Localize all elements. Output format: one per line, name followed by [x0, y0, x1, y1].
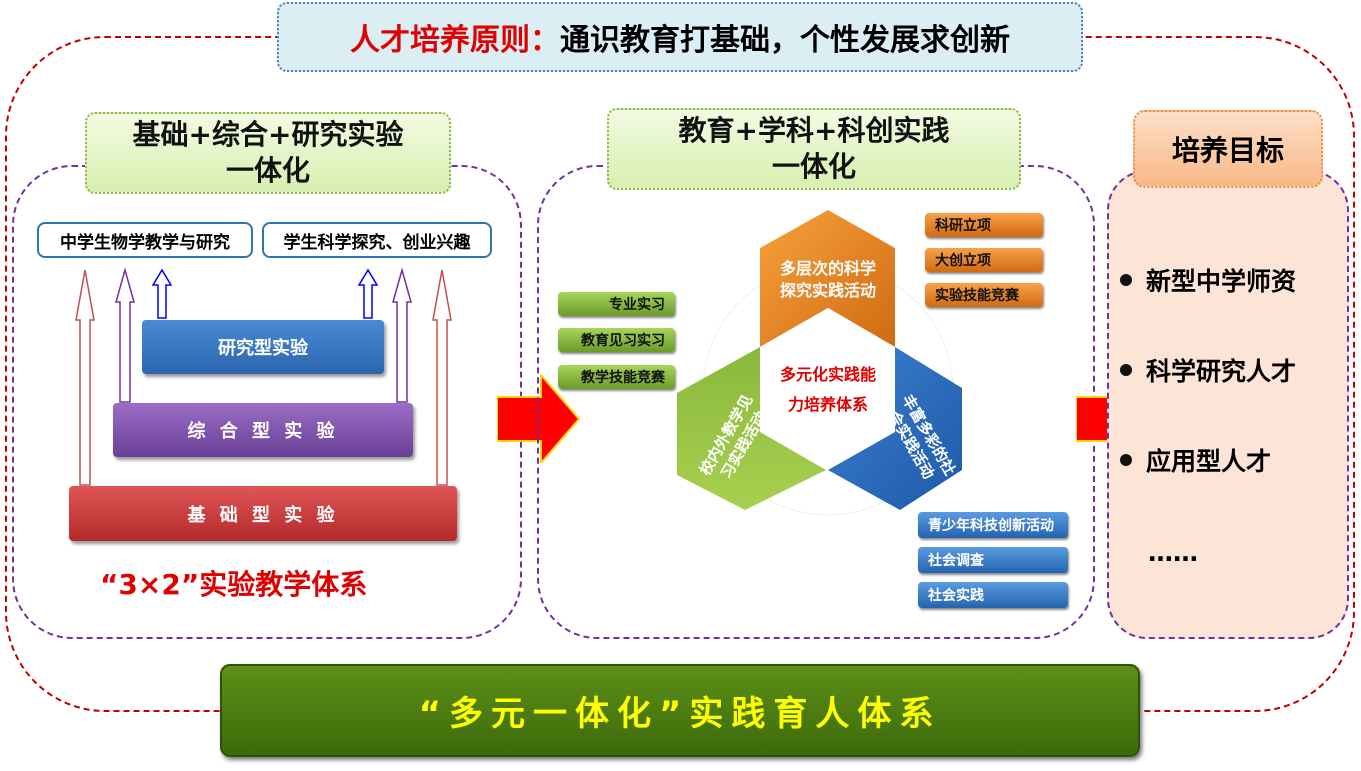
basic-experiment-bar: 基 础 型 实 验 — [69, 486, 457, 541]
principle-label: 人才培养原则： — [350, 23, 560, 58]
blue-item: 青少年科技创新活动 — [918, 512, 1068, 538]
blue-item: 社会调查 — [918, 547, 1068, 573]
right-panel — [1107, 170, 1349, 639]
footer-banner: “多元一体化”实践育人体系 — [220, 664, 1140, 757]
green-item: 教学技能竞赛 — [558, 365, 675, 389]
goal-text: 应用型人才 — [1146, 447, 1272, 476]
orange-item: 大创立项 — [925, 248, 1043, 272]
arrow-up-icon — [151, 268, 173, 319]
comprehensive-experiment-bar: 综 合 型 实 验 — [113, 403, 413, 457]
basic-label: 基 础 型 实 验 — [187, 504, 339, 526]
goal-text: 新型中学师资 — [1146, 267, 1297, 296]
bullet-icon — [1120, 454, 1132, 466]
arrow-up-icon — [115, 267, 135, 403]
goal-teaching-research: 中学生物学教学与研究 — [37, 222, 253, 258]
arrow-up-icon — [357, 268, 379, 319]
goal-item: 科学研究人才 — [1120, 352, 1296, 388]
center-text: 多元化实践能力培养体系 — [762, 360, 894, 420]
blue-item: 社会实践 — [918, 582, 1068, 608]
research-label: 研究型实验 — [218, 338, 308, 359]
center-line2: 力培养体系 — [787, 395, 868, 414]
experiment-system-caption: “3×2”实验教学体系 — [100, 568, 368, 601]
left-title-line1: 基础+综合+研究实验 — [132, 118, 404, 151]
goal-title: 培养目标 — [1133, 110, 1323, 188]
orange-item: 科研立项 — [925, 213, 1043, 237]
bullet-icon — [1120, 364, 1132, 376]
hex-right-blue — [828, 347, 962, 510]
goal-text: 科学研究人才 — [1146, 357, 1297, 386]
green-item: 专业实习 — [558, 292, 675, 316]
bullet-icon — [1120, 274, 1132, 286]
hex-top-line1: 多层次的科学 — [779, 259, 876, 278]
goal-item: 应用型人才 — [1120, 442, 1271, 478]
arrow-up-icon — [75, 269, 95, 486]
research-experiment-bar: 研究型实验 — [142, 320, 384, 374]
comprehensive-label: 综 合 型 实 验 — [187, 421, 339, 442]
middle-title-line2: 一体化 — [771, 150, 856, 183]
arrow-up-icon — [432, 269, 452, 486]
hex-top-text: 多层次的科学探究实践活动 — [762, 258, 894, 302]
left-title-line2: 一体化 — [225, 154, 310, 187]
green-item: 教育见习实习 — [558, 328, 675, 352]
left-panel-title: 基础+综合+研究实验 一体化 — [85, 112, 451, 194]
middle-title-line1: 教育+学科+科创实践 — [678, 114, 950, 147]
arrow-up-icon — [392, 267, 412, 403]
hex-top-orange — [760, 210, 895, 347]
upward-arrows — [75, 267, 452, 486]
principle-banner: 人才培养原则： 通识教育打基础，个性发展求创新 — [277, 2, 1083, 72]
hex-left-green — [677, 347, 826, 510]
middle-panel-title: 教育+学科+科创实践 一体化 — [607, 108, 1021, 190]
hex-top-line2: 探究实践活动 — [779, 281, 876, 300]
orange-item: 实验技能竞赛 — [925, 283, 1043, 307]
center-line1: 多元化实践能 — [779, 365, 876, 384]
hexagon-diagram — [677, 210, 962, 516]
goal-student-inquiry: 学生科学探究、创业兴趣 — [262, 222, 492, 258]
principle-text: 通识教育打基础，个性发展求创新 — [560, 23, 1010, 58]
goal-ellipsis: …… — [1148, 538, 1198, 567]
goal-item: 新型中学师资 — [1120, 262, 1296, 298]
hex-center-white — [760, 308, 895, 470]
